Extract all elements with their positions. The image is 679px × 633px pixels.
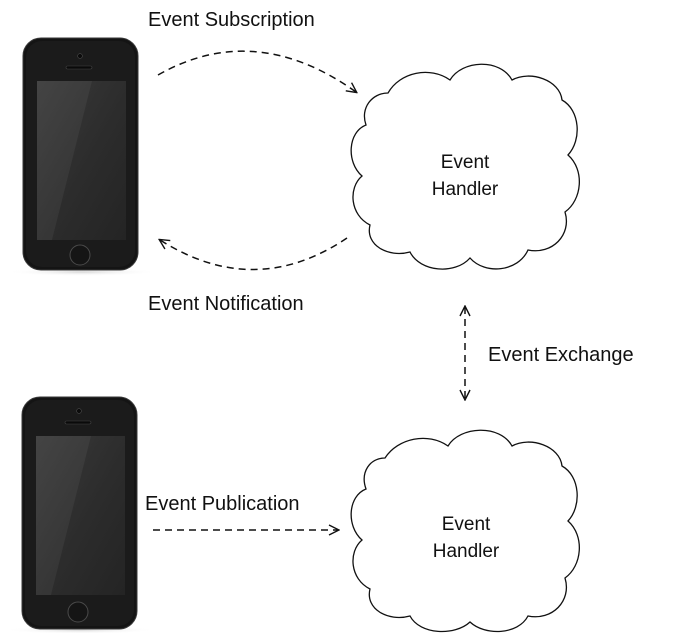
label-event-subscription: Event Subscription — [148, 9, 315, 31]
handler-bottom-line1: Event — [442, 514, 491, 535]
arrow-event-notification — [160, 237, 348, 271]
cloud-event-handler-top: Event Handler — [350, 63, 580, 270]
cloud-event-handler-bottom: Event Handler — [350, 429, 580, 633]
handler-bottom-line2: Handler — [433, 541, 500, 562]
phone-bottom — [4, 396, 156, 633]
label-event-exchange: Event Exchange — [488, 344, 634, 366]
arrow-event-subscription — [157, 50, 356, 92]
phone-top — [6, 37, 158, 276]
handler-top-line1: Event — [441, 152, 490, 173]
label-event-notification: Event Notification — [148, 293, 304, 315]
label-event-publication: Event Publication — [145, 493, 300, 515]
handler-top-line2: Handler — [432, 179, 499, 200]
